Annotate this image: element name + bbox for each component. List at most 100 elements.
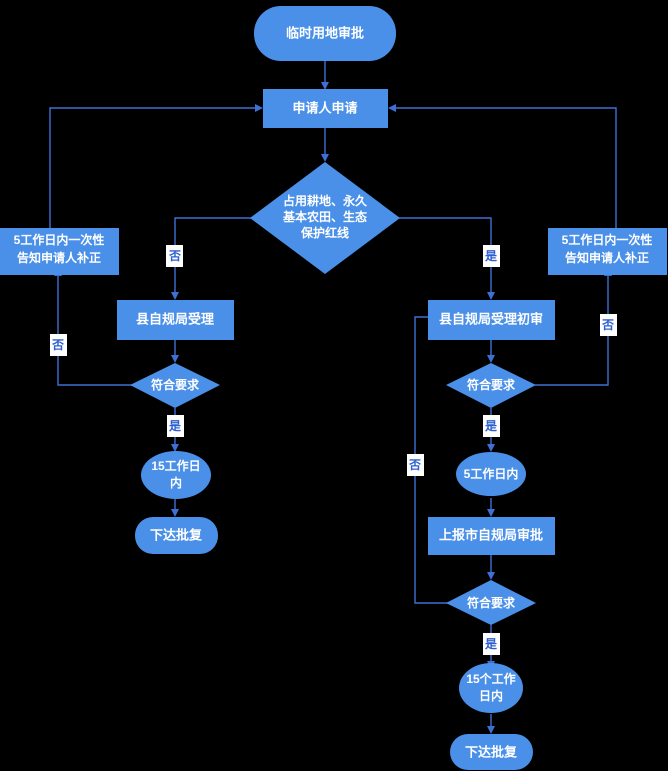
connector-check-right-no [535, 275, 609, 386]
edge-label-landuse-yes-bg [483, 245, 500, 267]
edge-label-check-city-yes-text: 是 [484, 637, 498, 651]
connectors [49, 61, 617, 734]
edge-label-check-left-no: 否 [50, 334, 67, 356]
node-notify-right[interactable]: 5工作日内一次性 告知申请人补正 [548, 228, 667, 275]
edge-label-check-right-no-text: 否 [601, 318, 614, 332]
node-notify-left-label-line2: 告知申请人补正 [17, 250, 101, 265]
node-decision-landuse[interactable]: 占用耕地、永久 基本农田、生态 保护红线 [250, 162, 400, 274]
edge-label-check-city-no: 否 [407, 454, 424, 476]
node-approval-right-label: 下达批复 [465, 744, 518, 759]
node-applicant-apply-label: 申请人申请 [292, 100, 357, 115]
edge-label-check-right-no: 否 [600, 314, 617, 336]
edge-label-check-left-yes: 是 [167, 415, 184, 437]
edge-label-landuse-no-text: 否 [168, 249, 181, 263]
node-notify-right-shape [548, 228, 667, 275]
node-county-accept-review-shape [428, 300, 555, 340]
edge-label-landuse-no: 否 [166, 245, 183, 267]
node-days15-right[interactable]: 15个工作 日内 [459, 663, 523, 713]
node-county-accept-label: 县自规局受理 [136, 311, 214, 326]
node-notify-left[interactable]: 5工作日内一次性 告知申请人补正 [0, 228, 119, 275]
node-start-shape [254, 6, 396, 61]
arrowhead-days15-to-approval-left [171, 509, 179, 517]
node-days5-right[interactable]: 5工作日内 [456, 452, 526, 496]
node-check-city-shape [446, 580, 536, 625]
node-days15-left[interactable]: 15工作日 内 [141, 451, 211, 499]
node-check-right[interactable]: 符合要求 [446, 363, 536, 408]
node-check-right-shape [446, 363, 536, 408]
node-decision-landuse-label-line3: 保护红线 [300, 225, 349, 240]
node-applicant-apply[interactable]: 申请人申请 [263, 89, 388, 128]
node-county-accept-review-label: 县自规局受理初审 [439, 311, 543, 326]
edge-label-landuse-no-bg [166, 245, 183, 267]
edge-label-check-left-no-text: 否 [51, 338, 64, 352]
node-days15-right-label-line1: 15个工作 [466, 671, 515, 686]
node-days5-right-label: 5工作日内 [464, 466, 519, 481]
node-decision-landuse-label-line1: 占用耕地、永久 [283, 193, 368, 208]
node-approval-right-shape [450, 734, 533, 770]
node-report-city-label: 上报市自规局审批 [439, 527, 543, 542]
node-start[interactable]: 临时用地审批 [254, 6, 396, 61]
edge-label-check-city-no-text: 否 [408, 458, 421, 472]
node-check-left[interactable]: 符合要求 [130, 363, 220, 408]
edge-label-check-right-yes: 是 [483, 415, 500, 437]
node-days5-right-shape [456, 452, 526, 496]
node-county-accept-shape [117, 300, 234, 340]
edge-labels: 否 是 否 是 否 [50, 245, 617, 655]
node-days15-right-label-line2: 日内 [479, 688, 503, 703]
edge-label-check-left-yes-text: 是 [168, 419, 182, 433]
connector-check-left-no [57, 275, 133, 386]
arrowhead-decision-no [171, 292, 179, 300]
edge-label-check-right-yes-text: 是 [484, 419, 498, 433]
node-notify-left-shape [0, 228, 119, 275]
node-notify-right-label-line2: 告知申请人补正 [565, 250, 649, 265]
node-approval-right[interactable]: 下达批复 [450, 734, 533, 770]
node-check-right-label: 符合要求 [467, 377, 516, 392]
node-report-city-shape [428, 517, 555, 555]
arrowhead-accept-to-check [171, 355, 179, 363]
arrowhead-notify-left-to-apply [255, 104, 263, 112]
arrowhead-review-to-check-right [487, 355, 495, 363]
edge-label-check-city-yes-bg [483, 633, 500, 655]
edge-label-check-right-yes-bg [483, 415, 500, 437]
edge-label-check-city-yes: 是 [483, 633, 500, 655]
edge-label-check-right-no-bg [600, 314, 617, 336]
node-approval-left[interactable]: 下达批复 [135, 517, 218, 554]
arrowhead-check-left-yes [171, 444, 179, 452]
edge-label-landuse-yes: 是 [483, 245, 500, 267]
connector-notify-right-to-apply [395, 107, 617, 228]
node-approval-left-label: 下达批复 [150, 527, 203, 542]
edge-label-check-left-no-bg [50, 334, 67, 356]
node-check-city[interactable]: 符合要求 [446, 580, 536, 625]
node-approval-left-shape [135, 517, 218, 554]
connector-decision-no [174, 217, 265, 293]
arrowhead-report-to-check-city [487, 572, 495, 580]
arrowhead-days15r-to-approval-right [487, 726, 495, 734]
edge-label-check-city-no-bg [407, 454, 424, 476]
node-days15-left-shape [141, 451, 211, 499]
node-check-left-shape [130, 363, 220, 408]
node-notify-left-label-line1: 5工作日内一次性 [14, 232, 105, 247]
node-report-city[interactable]: 上报市自规局审批 [428, 517, 555, 555]
node-notify-right-label-line1: 5工作日内一次性 [562, 232, 653, 247]
node-county-accept[interactable]: 县自规局受理 [117, 300, 234, 340]
node-decision-landuse-label-line2: 基本农田、生态 [282, 209, 367, 224]
connector-notify-left-to-apply [49, 107, 256, 228]
node-county-accept-review[interactable]: 县自规局受理初审 [428, 300, 555, 340]
node-check-left-label: 符合要求 [151, 377, 200, 392]
node-start-label: 临时用地审批 [286, 25, 364, 40]
arrowhead-apply-to-decision [321, 154, 329, 162]
node-days15-left-label-line1: 15工作日 [151, 458, 200, 473]
arrowhead-start-to-apply [321, 82, 329, 90]
connector-decision-yes [385, 217, 492, 293]
node-check-city-label: 符合要求 [467, 595, 516, 610]
edge-label-landuse-yes-text: 是 [484, 249, 498, 263]
arrowhead-decision-yes [487, 292, 495, 300]
node-days15-left-label-line2: 内 [170, 475, 182, 490]
arrowhead-notify-right-to-apply [388, 104, 396, 112]
node-decision-landuse-shape [250, 162, 400, 274]
node-days15-right-shape [459, 663, 523, 713]
arrowhead-days5-to-report [487, 509, 495, 517]
arrowhead-check-right-yes [487, 444, 495, 452]
